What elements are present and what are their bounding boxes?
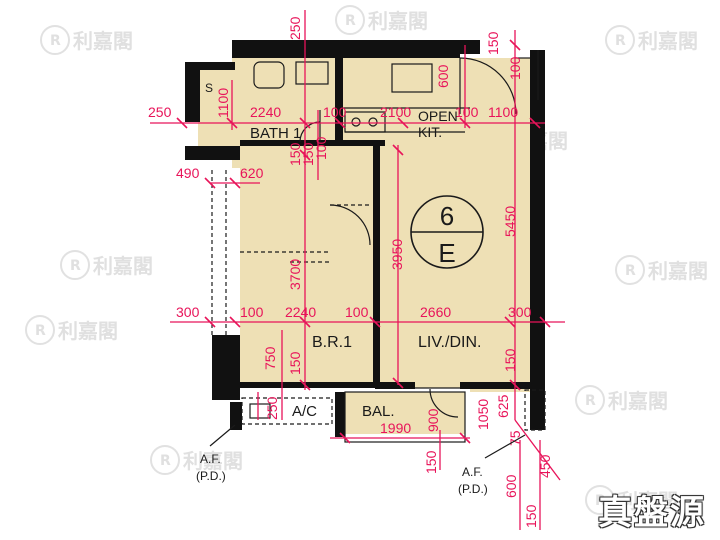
svg-text:利嘉閣: 利嘉閣 — [608, 389, 668, 413]
watermark-logo: R 利嘉閣 — [25, 315, 118, 345]
dim-750: 750 — [262, 346, 278, 370]
ac-platform — [241, 397, 333, 425]
fridge — [391, 63, 433, 93]
unit-floor: 6 — [440, 201, 454, 231]
ac-label: A/C — [292, 403, 317, 420]
svg-text:R: R — [595, 493, 606, 509]
svg-text:利嘉閣: 利嘉閣 — [648, 259, 708, 283]
basin — [295, 61, 329, 85]
open-kitchen-label-bottom: KIT. — [418, 124, 442, 140]
dim-100-top-b: 100 — [455, 104, 479, 120]
dim-100-e: 100 — [313, 136, 329, 160]
dimension-lines — [150, 10, 565, 530]
dim-450: 450 — [537, 454, 553, 478]
af-left-line2: (P.D.) — [196, 469, 226, 483]
toilet — [253, 61, 285, 89]
dim-250-b: 250 — [264, 396, 280, 420]
walls — [185, 40, 545, 437]
open-kitchen-label-top: OPEN — [418, 108, 458, 124]
dim-100-top-a: 100 — [323, 104, 347, 120]
dim-600-b: 600 — [503, 474, 519, 498]
dim-625: 625 — [495, 394, 511, 418]
vertical-dimensions: 250 150 100 600 1100 150 150 100 5450 39… — [215, 16, 553, 528]
watermark-logo: R 利嘉閣 — [615, 255, 708, 285]
living-dining-label: LIV./DIN. — [418, 334, 481, 351]
room-labels: S BATH 1 OPEN KIT. B.R.1 LIV./DIN. BAL. … — [205, 81, 481, 420]
dim-300-left: 300 — [176, 304, 200, 320]
dim-2100: 2100 — [380, 104, 411, 120]
dim-5450: 5450 — [502, 206, 518, 237]
watermark-logo: R 利嘉閣 — [150, 445, 243, 475]
af-left-line1: A.F. — [200, 452, 221, 466]
dim-1050: 1050 — [475, 399, 491, 430]
dim-300-right: 300 — [508, 304, 532, 320]
store-label: S — [205, 81, 213, 95]
svg-text:利嘉閣: 利嘉閣 — [73, 29, 133, 53]
dim-150-a: 150 — [287, 142, 303, 166]
dim-490: 490 — [176, 165, 200, 181]
dim-150-f: 150 — [523, 504, 539, 528]
watermark-logo: R 利嘉閣 — [605, 25, 698, 55]
af-labels: A.F. (P.D.) A.F. (P.D.) — [196, 424, 526, 496]
dim-1100-h: 1100 — [488, 104, 518, 120]
unit-letter: E — [438, 238, 455, 268]
dim-250: 250 — [148, 104, 172, 120]
watermark-logo: R 利嘉閣 — [40, 25, 133, 55]
svg-text:R: R — [615, 33, 626, 49]
bath-label: BATH 1 — [250, 125, 301, 142]
dim-150-top: 150 — [485, 31, 501, 55]
svg-text:利嘉閣: 利嘉閣 — [93, 254, 153, 278]
svg-text:利嘉閣: 利嘉閣 — [183, 449, 243, 473]
watermark-logo: R 利嘉閣 — [335, 5, 428, 35]
dim-2240-top: 2240 — [250, 104, 281, 120]
dim-900: 900 — [425, 408, 441, 432]
dim-1990: 1990 — [380, 420, 411, 436]
dim-150-d: 150 — [502, 348, 518, 372]
af-right-line2: (P.D.) — [458, 482, 488, 496]
svg-text:R: R — [70, 258, 81, 274]
dim-250-top: 250 — [287, 16, 303, 40]
dim-2240-mid: 2240 — [285, 304, 316, 320]
dim-100-top: 100 — [507, 56, 523, 80]
dim-100-mid-b: 100 — [345, 304, 369, 320]
brand-logo: 真盤源 — [598, 493, 706, 533]
dim-620: 620 — [240, 165, 264, 181]
dim-75: 75 — [507, 430, 523, 446]
dim-150-e: 150 — [423, 450, 439, 474]
horizontal-dimensions: 250 2240 100 2100 100 1100 490 620 300 1… — [148, 104, 532, 436]
unit-badge: 6 E — [410, 195, 484, 269]
svg-text:利嘉閣: 利嘉閣 — [618, 489, 678, 513]
fixtures — [211, 50, 546, 443]
svg-text:利嘉閣: 利嘉閣 — [368, 9, 428, 33]
bedroom-label: B.R.1 — [312, 334, 352, 351]
svg-text:R: R — [35, 323, 46, 339]
dim-150-c: 150 — [287, 351, 303, 375]
svg-text:利嘉閣: 利嘉閣 — [638, 29, 698, 53]
svg-text:R: R — [160, 453, 171, 469]
dim-2660: 2660 — [420, 304, 451, 320]
dim-150-b: 150 — [300, 142, 316, 166]
watermark-logo: R 利嘉閣 — [60, 250, 153, 280]
watermark-logo: R 利嘉閣 — [575, 385, 668, 415]
watermark-logo: R 利嘉閣 — [585, 485, 678, 515]
dim-1100-v: 1100 — [215, 88, 231, 118]
dim-3950: 3950 — [389, 239, 405, 270]
svg-text:利嘉閣: 利嘉閣 — [58, 319, 118, 343]
dim-100-mid-a: 100 — [240, 304, 264, 320]
svg-text:R: R — [585, 393, 596, 409]
bedroom-door-swing — [329, 204, 371, 246]
balcony-outline — [344, 391, 466, 443]
af-right-line1: A.F. — [462, 465, 483, 479]
dim-600: 600 — [435, 64, 451, 88]
svg-text:R: R — [625, 263, 636, 279]
dim-3700: 3700 — [287, 259, 303, 290]
svg-text:R: R — [345, 13, 356, 29]
balcony-label: BAL. — [362, 403, 395, 420]
svg-text:R: R — [50, 33, 61, 49]
